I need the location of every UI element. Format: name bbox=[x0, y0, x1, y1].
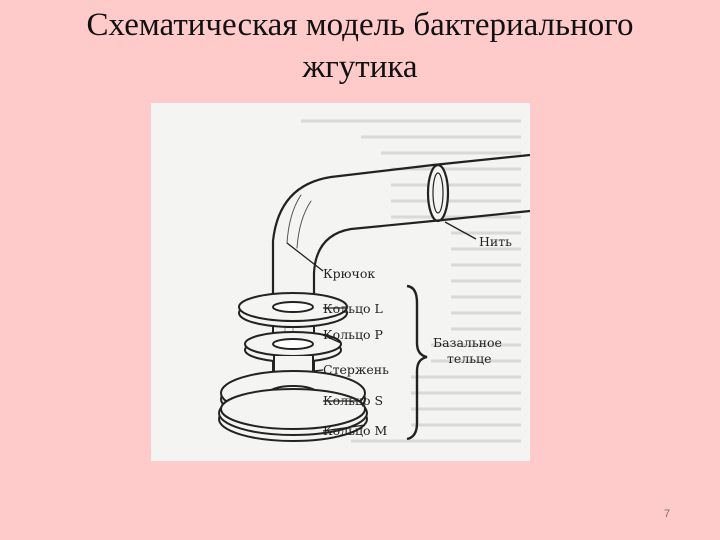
flagellum-diagram: Нить Крючок Кольцо L Кольцо P Стержень К… bbox=[218, 119, 530, 443]
label-rod: Стержень bbox=[323, 362, 389, 377]
ring-p-shape bbox=[244, 331, 342, 363]
label-hook: Крючок bbox=[323, 266, 375, 281]
label-filament: Нить bbox=[479, 234, 512, 249]
slide-title: Схематическая модель бактериального жгут… bbox=[0, 4, 720, 88]
slide-title-line-2: жгутика bbox=[302, 49, 418, 85]
label-basal-body-line-2: тельце bbox=[447, 351, 492, 366]
page-number: 7 bbox=[664, 508, 671, 520]
filament-shape bbox=[431, 153, 530, 222]
flagellum-structure bbox=[271, 153, 530, 404]
scan-background-lines bbox=[301, 119, 521, 443]
ring-l-shape bbox=[238, 292, 348, 328]
flagellum-diagram-panel: Нить Крючок Кольцо L Кольцо P Стержень К… bbox=[151, 103, 530, 461]
rings bbox=[218, 292, 368, 442]
label-ring-s: Кольцо S bbox=[323, 393, 383, 408]
label-basal-body-line-1: Базальное bbox=[433, 335, 502, 350]
leader-lines bbox=[286, 221, 477, 432]
label-ring-m: Кольцо M bbox=[323, 423, 387, 438]
label-ring-l: Кольцо L bbox=[323, 301, 383, 316]
basal-body-brace bbox=[406, 284, 428, 441]
hook-shape bbox=[271, 163, 445, 295]
slide-title-line-1: Схематическая модель бактериального bbox=[86, 7, 634, 43]
label-ring-p: Кольцо P bbox=[323, 327, 383, 342]
